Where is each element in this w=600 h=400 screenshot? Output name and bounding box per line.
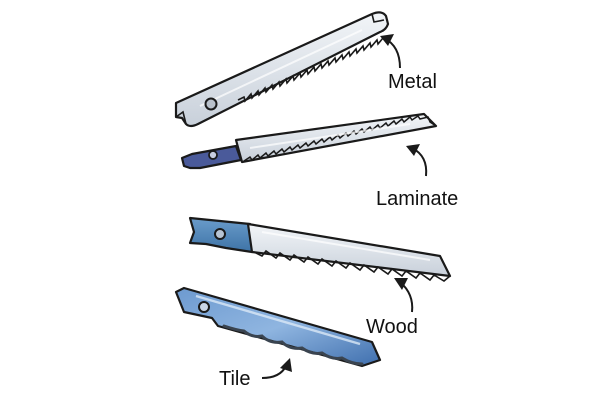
label-tile: Tile (219, 368, 250, 390)
wood-blade-sheen (261, 231, 431, 261)
metal-blade-notch (175, 110, 187, 125)
wood-arrowhead (394, 278, 408, 290)
wood-arrow (394, 278, 414, 313)
metal-blade-sheen (199, 29, 363, 107)
metal-blade-hole (204, 97, 218, 111)
wood-blade-body (246, 222, 452, 278)
tile-blade-sheen (195, 294, 361, 346)
tile-blade-hole (198, 301, 210, 313)
metal-blade-body (174, 11, 390, 128)
laminate-blade (180, 112, 438, 170)
label-metal: Metal (388, 71, 437, 93)
laminate-arrowhead (406, 144, 420, 156)
tile-blade (174, 286, 382, 368)
label-wood: Wood (366, 316, 418, 338)
metal-blade-teeth (237, 37, 384, 103)
label-laminate: Laminate (376, 188, 458, 210)
tile-blade-grit-edge (222, 324, 364, 366)
wood-blade-hole (214, 228, 226, 240)
tile-arrow (261, 358, 292, 379)
laminate-blade-sheen (249, 123, 411, 149)
laminate-blade-hole (208, 150, 218, 160)
metal-blade-tip (371, 13, 385, 23)
metal-arrow (380, 34, 401, 69)
tile-blade-body (174, 286, 382, 368)
metal-blade (174, 11, 390, 128)
metal-arrowhead (380, 34, 394, 46)
wood-blade-teeth (253, 249, 451, 282)
laminate-blade-teeth (243, 114, 437, 162)
tile-arrowhead (280, 358, 292, 372)
laminate-arrow (406, 144, 428, 177)
wood-blade (188, 216, 452, 282)
